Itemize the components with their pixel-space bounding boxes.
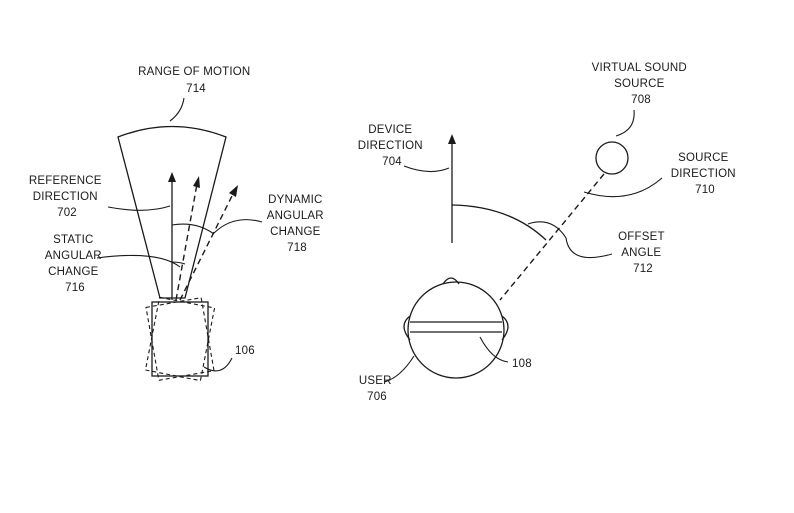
- user-head: [404, 278, 508, 378]
- label-static-angular-change: STATIC ANGULAR CHANGE 716: [45, 234, 105, 294]
- label-reference-direction: REFERENCE DIRECTION 702: [29, 175, 105, 219]
- label-user: USER 706: [359, 375, 395, 403]
- label-virtual-sound-source: VIRTUAL SOUND SOURCE 708: [592, 62, 691, 106]
- device-106-box: [152, 302, 208, 376]
- label-offset-angle: OFFSET ANGLE 712: [618, 231, 668, 275]
- dashed-arrow-static-head: [193, 176, 200, 188]
- label-106: 106: [235, 345, 255, 357]
- reference-direction-arrowhead: [168, 172, 176, 182]
- label-108: 108: [512, 358, 532, 370]
- label-source-direction: SOURCE DIRECTION 710: [671, 152, 739, 196]
- leader-718: [214, 220, 262, 233]
- left-figure: RANGE OF MOTION 714 REFERENCE DIRECTION …: [29, 66, 327, 381]
- virtual-sound-source-circle: [596, 142, 628, 174]
- device-direction-arrowhead: [448, 134, 456, 144]
- label-device-direction: DEVICE DIRECTION 704: [358, 124, 426, 168]
- dynamic-angle-arc: [172, 224, 214, 234]
- leader-708: [616, 110, 634, 136]
- leader-710: [584, 178, 662, 197]
- leader-714: [170, 98, 184, 121]
- dashed-arrow-static: [176, 184, 197, 300]
- leader-716: [97, 255, 180, 267]
- device-106-rotated-ccw: [146, 298, 214, 381]
- right-figure: DEVICE DIRECTION 704 VIRTUAL SOUND SOURC…: [358, 62, 739, 403]
- label-dynamic-angular-change: DYNAMIC ANGULAR CHANGE 718: [267, 194, 327, 254]
- head-circle: [408, 282, 504, 378]
- leader-712: [528, 222, 612, 258]
- device-106-rotated-cw: [145, 297, 214, 380]
- label-range-of-motion: RANGE OF MOTION 714: [138, 66, 254, 95]
- dashed-arrow-dynamic-head: [229, 185, 238, 197]
- leader-702: [108, 206, 170, 210]
- leader-704: [404, 166, 449, 172]
